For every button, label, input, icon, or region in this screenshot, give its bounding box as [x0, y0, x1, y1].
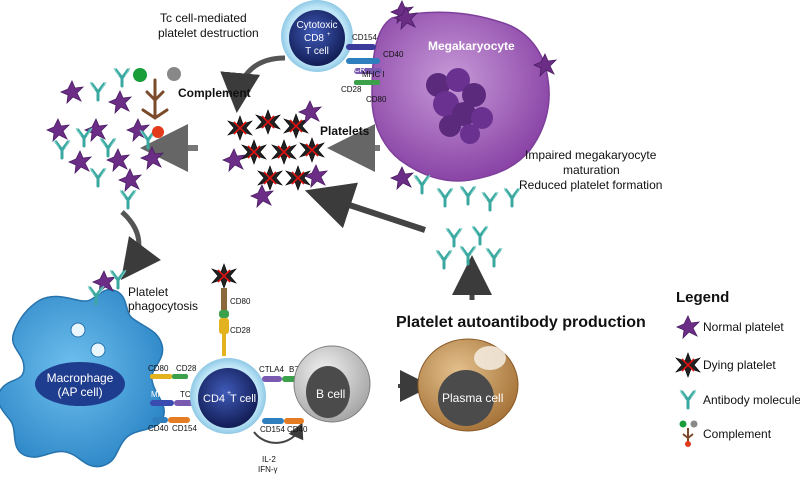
autoantibody-heading: Platelet autoantibody production	[396, 314, 646, 331]
mhc2-left-label: MHC II	[151, 390, 176, 399]
cd8-label-line1: Cytotoxic	[296, 20, 337, 31]
plasma-cell-label: Plasma cell	[442, 391, 503, 405]
cd4-t-cell: CD4 + T cell	[190, 358, 266, 434]
complement-cluster	[133, 67, 181, 138]
cd8-superscript: +	[327, 32, 331, 38]
antibody-icon	[678, 388, 698, 410]
impaired-maturation-text: Impaired megakaryocyte maturation Reduce…	[519, 148, 662, 192]
tcr-left-label: TCR	[180, 390, 197, 399]
cd40-top-label: CD40	[383, 50, 404, 59]
cd154-left-label: CD154	[172, 424, 197, 433]
dying-platelet-icon	[675, 352, 701, 378]
tc-mediated-line1: Tc cell-mediated	[160, 11, 247, 25]
cd28-mid-label: CD28	[230, 326, 251, 335]
impaired-line2: maturation	[563, 163, 620, 177]
cd28-top-label: CD28	[341, 85, 362, 94]
cd80-top-label: CD80	[366, 95, 387, 104]
complement-icon	[679, 420, 698, 447]
cd4-suffix: T cell	[230, 393, 256, 405]
b-cell: B cell	[293, 345, 371, 423]
b7-label: B7	[289, 365, 299, 374]
normal-platelet-icon	[676, 315, 700, 339]
cd28-left-label: CD28	[176, 364, 197, 373]
impaired-line1: Impaired megakaryocyte	[525, 148, 657, 162]
secreted-antibodies	[434, 224, 504, 270]
macrophage: Macrophage (AP cell)	[0, 288, 165, 468]
cd8-t-cell: Cytotoxic CD8 + T cell	[281, 0, 353, 72]
cd40-right-label: CD40	[287, 425, 308, 434]
dying-platelet-cluster	[222, 100, 328, 208]
legend-title: Legend	[676, 289, 729, 306]
ctla4-label: CTLA4	[259, 365, 284, 374]
impaired-line3: Reduced platelet formation	[519, 178, 662, 192]
cd4-label: CD4	[203, 393, 225, 405]
legend-item-antibody: Antibody molecule	[703, 393, 800, 407]
macrophage-label-line1: Macrophage	[47, 371, 114, 385]
platelets-label: Platelets	[320, 124, 370, 138]
b-cell-label: B cell	[316, 387, 345, 401]
complement-label: Complement	[178, 86, 251, 100]
macrophage-label-line2: (AP cell)	[57, 385, 102, 399]
cd40-left-label: CD40	[148, 424, 169, 433]
ifn-label: IFN-γ	[258, 465, 278, 474]
tcr-top-label: TCR	[349, 65, 366, 74]
plasma-cell: Plasma cell	[417, 338, 519, 432]
phagocytosis-line1: Platelet	[128, 285, 169, 299]
cd154-right-label: CD154	[260, 425, 285, 434]
legend-item-complement: Complement	[703, 427, 772, 441]
cd80-mid-label: CD80	[230, 297, 251, 306]
legend-item-dying-platelet: Dying platelet	[703, 358, 776, 372]
tc-mediated-line2: platelet destruction	[158, 26, 259, 40]
legend-item-normal-platelet: Normal platelet	[703, 320, 784, 334]
cd8-receptors: CD154 CD40 TCR MHC I CD28 CD80	[341, 33, 404, 104]
cd8-label-line2: CD8	[304, 33, 324, 44]
legend: Legend Normal platelet Dying platelet An…	[675, 289, 800, 447]
cd4-superscript: +	[227, 390, 231, 397]
cd4-bcell-receptors: CTLA4 B7 CD154 CD40	[259, 365, 308, 434]
cd154-top-label: CD154	[352, 33, 377, 42]
megakaryocyte: Megakaryocyte	[371, 0, 557, 190]
megakaryocyte-nucleus	[426, 68, 493, 144]
cd8-label-line3: T cell	[305, 46, 329, 57]
cd80-left-label: CD80	[148, 364, 169, 373]
mhc1-top-label: MHC I	[362, 70, 385, 79]
phagocytosis-line2: phagocytosis	[128, 299, 198, 313]
il2-label: IL-2	[262, 455, 276, 464]
antibody-coated-platelets	[46, 66, 164, 210]
cd4-top-stalk: CD80 CD28	[211, 263, 251, 356]
macrophage-cd4-receptors: CD80 CD28 MHC II TCR CD40 CD154	[148, 364, 197, 433]
megakaryocyte-label: Megakaryocyte	[428, 39, 515, 53]
flow-arrows	[90, 55, 492, 444]
